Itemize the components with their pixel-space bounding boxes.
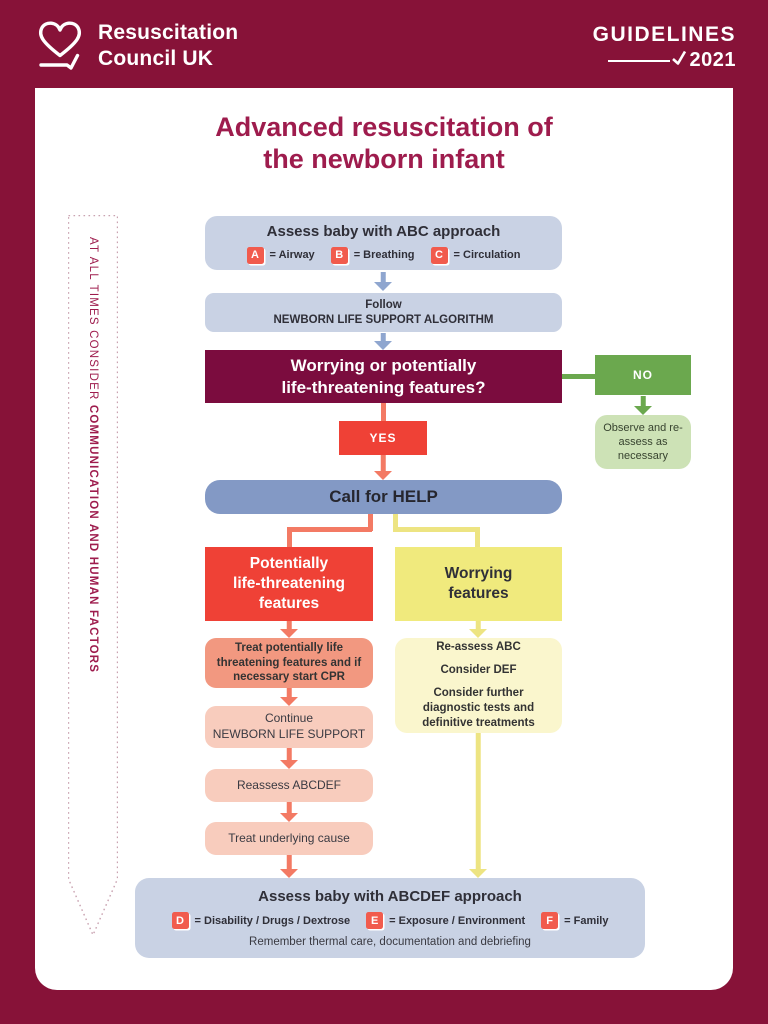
continue-nls-box: Continue NEWBORN LIFE SUPPORT bbox=[205, 706, 373, 748]
call-for-help-box: Call for HELP bbox=[205, 480, 562, 514]
observe-box: Observe and re-assess as necessary bbox=[595, 415, 691, 469]
title-line1: Advanced resuscitation of bbox=[215, 112, 553, 142]
logo-wordmark: Resuscitation Council UK bbox=[98, 20, 238, 71]
question-box: Worrying or potentially life-threatening… bbox=[205, 350, 562, 403]
elbow-yellow-v2 bbox=[475, 527, 480, 547]
question-line2: life-threatening features? bbox=[281, 377, 486, 397]
lt-header-line3: features bbox=[258, 595, 320, 613]
worrying-header-line1: Worrying bbox=[444, 564, 513, 582]
right-item1: Re-assess ABC bbox=[436, 641, 521, 654]
reassess-abc-box: Re-assess ABC Consider DEF Consider furt… bbox=[395, 638, 562, 733]
elbow-red-v2 bbox=[287, 527, 292, 547]
connector-no-line bbox=[562, 374, 595, 379]
reassess-abcdef-text: Reassess ABCDEF bbox=[236, 777, 342, 792]
arrow-down-red-5 bbox=[280, 802, 298, 822]
abcdef-footer-note: Remember thermal care, documentation and… bbox=[249, 936, 531, 948]
worrying-header-box: Worrying features bbox=[395, 547, 562, 621]
follow-line2: NEWBORN LIFE SUPPORT ALGORITHM bbox=[273, 313, 494, 326]
guidelines-word: GUIDELINES bbox=[592, 23, 736, 46]
title-line2: the newborn infant bbox=[263, 143, 505, 174]
badge-f-icon: F bbox=[541, 912, 559, 929]
arrow-down-green bbox=[634, 396, 652, 415]
badge-b-label: = Breathing bbox=[353, 249, 415, 261]
elbow-yellow-v1 bbox=[393, 514, 398, 531]
assess-abc-box: Assess baby with ABC approach A = Airway… bbox=[205, 216, 562, 270]
question-line1: Worrying or potentially bbox=[290, 356, 477, 376]
arrow-down-red-2 bbox=[280, 621, 298, 638]
observe-text: Observe and re-assess as necessary bbox=[603, 421, 683, 463]
badge-item-disability: D = Disability / Drugs / Dextrose bbox=[171, 912, 351, 929]
follow-line1: Follow bbox=[365, 298, 402, 311]
right-item2: Consider DEF bbox=[440, 664, 517, 677]
abc-badge-row: A = Airway B = Breathing C = Circulation bbox=[246, 246, 521, 264]
treat-underlying-text: Treat underlying cause bbox=[228, 830, 350, 845]
treat-underlying-cause-box: Treat underlying cause bbox=[205, 822, 373, 855]
logo-line2: Council UK bbox=[98, 46, 214, 70]
lt-header-line2: life-threatening bbox=[233, 574, 345, 592]
sidebar-vertical-text: AT ALL TIMES CONSIDER COMMUNICATION AND … bbox=[87, 237, 99, 673]
abcdef-badge-row: D = Disability / Drugs / Dextrose E = Ex… bbox=[171, 912, 608, 929]
badge-item-family: F = Family bbox=[541, 912, 608, 929]
continue-line2: NEWBORN LIFE SUPPORT bbox=[212, 727, 366, 741]
arrow-down-red-6 bbox=[280, 855, 298, 878]
follow-nls-box: Follow NEWBORN LIFE SUPPORT ALGORITHM bbox=[205, 293, 562, 332]
badge-item-breathing: B = Breathing bbox=[330, 246, 415, 264]
reassess-abcdef-box: Reassess ABCDEF bbox=[205, 769, 373, 802]
yes-label: YES bbox=[369, 431, 397, 445]
badge-d-icon: D bbox=[171, 912, 189, 929]
arrow-down-red-4 bbox=[280, 748, 298, 769]
continue-line1: Continue bbox=[264, 711, 314, 726]
yes-box: YES bbox=[339, 421, 427, 455]
page-title: Advanced resuscitation of the newborn in… bbox=[35, 112, 733, 176]
badge-c-label: = Circulation bbox=[453, 249, 521, 261]
rcuk-logo: Resuscitation Council UK bbox=[34, 16, 238, 75]
right-item3: Consider further diagnostic tests and de… bbox=[422, 687, 535, 729]
assess-abc-title: Assess baby with ABC approach bbox=[266, 222, 501, 240]
elbow-red-h bbox=[287, 527, 372, 532]
guidelines-2021-mark: GUIDELINES 2021 bbox=[593, 24, 736, 72]
badge-f-label: = Family bbox=[564, 914, 609, 927]
heart-check-icon bbox=[34, 16, 86, 75]
badge-item-circulation: C = Circulation bbox=[430, 246, 521, 264]
guidelines-underline bbox=[607, 59, 670, 62]
badge-item-exposure: E = Exposure / Environment bbox=[366, 912, 525, 929]
assess-abcdef-title: Assess baby with ABCDEF approach bbox=[258, 888, 522, 905]
lt-header-line1: Potentially bbox=[249, 554, 329, 572]
badge-e-label: = Exposure / Environment bbox=[389, 914, 526, 927]
elbow-yellow-h bbox=[393, 527, 479, 532]
elbow-red-v1 bbox=[368, 514, 373, 531]
life-threatening-header-box: Potentially life-threatening features bbox=[205, 547, 373, 621]
badge-item-airway: A = Airway bbox=[246, 246, 315, 264]
sidebar-text-regular: AT ALL TIMES CONSIDER bbox=[87, 237, 99, 405]
badge-b-icon: B bbox=[330, 246, 348, 264]
call-for-help-label: Call for HELP bbox=[329, 487, 438, 506]
badge-a-label: = Airway bbox=[269, 249, 315, 261]
arrow-down-red-3 bbox=[280, 688, 298, 706]
logo-line1: Resuscitation bbox=[98, 20, 239, 44]
badge-a-icon: A bbox=[246, 246, 264, 264]
badge-c-icon: C bbox=[430, 246, 448, 264]
arrow-down-blue-1 bbox=[374, 272, 392, 291]
sidebar-text-bold: COMMUNICATION AND HUMAN FACTORS bbox=[87, 404, 99, 674]
badge-e-icon: E bbox=[366, 912, 384, 929]
check-icon bbox=[671, 50, 688, 71]
worrying-header-line2: features bbox=[448, 585, 509, 602]
sidebar-banner: AT ALL TIMES CONSIDER COMMUNICATION AND … bbox=[68, 215, 118, 937]
arrow-down-red-1 bbox=[374, 455, 392, 480]
no-box: NO bbox=[595, 355, 691, 395]
no-label: NO bbox=[633, 368, 653, 382]
poster-card: Advanced resuscitation of the newborn in… bbox=[35, 88, 733, 990]
treat-cpr-text: Treat potentially life threatening featu… bbox=[216, 641, 362, 684]
arrow-down-blue-2 bbox=[374, 333, 392, 350]
arrow-down-yellow-2 bbox=[469, 733, 487, 878]
page-header: Resuscitation Council UK GUIDELINES 2021 bbox=[0, 0, 768, 88]
assess-abcdef-box: Assess baby with ABCDEF approach D = Dis… bbox=[135, 878, 645, 958]
guidelines-year: 2021 bbox=[689, 49, 736, 71]
connector-yes-line bbox=[381, 403, 386, 422]
badge-d-label: = Disability / Drugs / Dextrose bbox=[194, 914, 351, 927]
dotted-pennant-outline bbox=[68, 215, 118, 937]
treat-cpr-box: Treat potentially life threatening featu… bbox=[205, 638, 373, 688]
arrow-down-yellow-1 bbox=[469, 621, 487, 638]
